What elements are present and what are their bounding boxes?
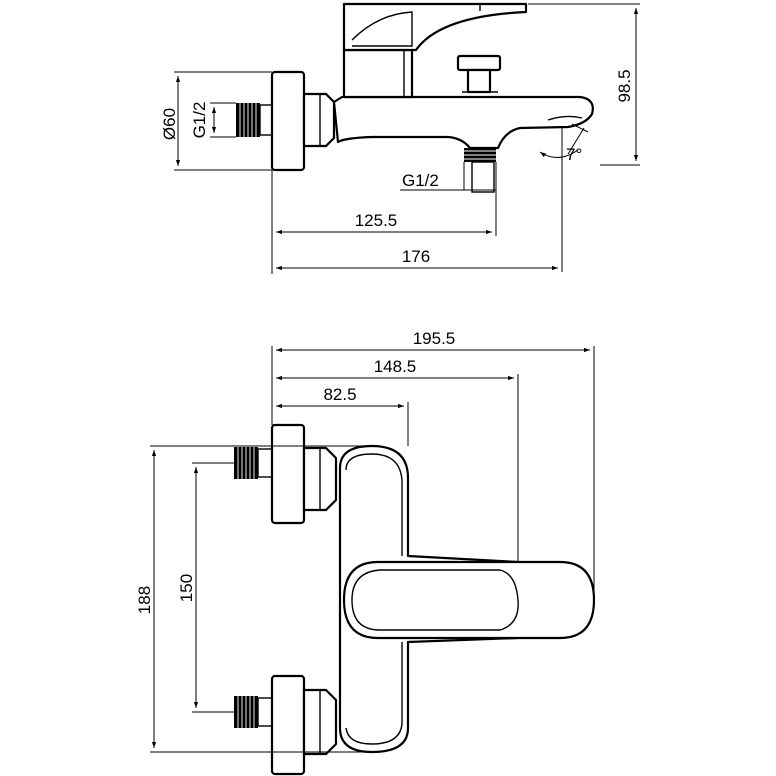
top-inlet-thread-upper xyxy=(234,447,273,479)
dim-outlet-thread-label: G1/2 xyxy=(402,171,439,190)
side-inlet-thread xyxy=(236,103,273,137)
dim-angle-label: 7° xyxy=(566,145,582,164)
side-view: Ø60 G1/2 98.5 7° G1/2 125.5 176 xyxy=(160,2,640,274)
side-lever-handle xyxy=(342,2,528,52)
side-cartridge-housing xyxy=(342,48,414,99)
top-flange-upper xyxy=(270,423,306,525)
dim-overall-length-label: 195.5 xyxy=(413,329,456,348)
side-wall-flange xyxy=(270,70,306,172)
dim-handle-length-label: 148.5 xyxy=(374,357,417,376)
side-mixer-body xyxy=(332,95,594,150)
side-outlet-thread xyxy=(464,148,496,193)
top-flange-lower xyxy=(270,674,306,776)
side-hex-connector xyxy=(302,92,336,148)
dim-inlet-centers-label: 150 xyxy=(177,574,196,602)
side-diverter-stem xyxy=(466,68,492,94)
dim-height-label: 98.5 xyxy=(615,69,634,102)
dim-diameter-label: Ø60 xyxy=(160,108,179,140)
top-lever-handle[interactable] xyxy=(342,560,596,640)
top-inlet-thread-lower xyxy=(234,696,273,728)
top-view: 195.5 148.5 82.5 150 188 xyxy=(135,329,596,776)
side-diverter-knob[interactable] xyxy=(456,54,502,72)
dim-inlet-thread-label: G1/2 xyxy=(190,102,209,139)
dim-lever-offset-label: 82.5 xyxy=(323,385,356,404)
dim-overall-height-label: 188 xyxy=(135,586,154,614)
dim-spout-reach-label: 176 xyxy=(402,247,430,266)
dim-outlet-offset-label: 125.5 xyxy=(355,211,398,230)
